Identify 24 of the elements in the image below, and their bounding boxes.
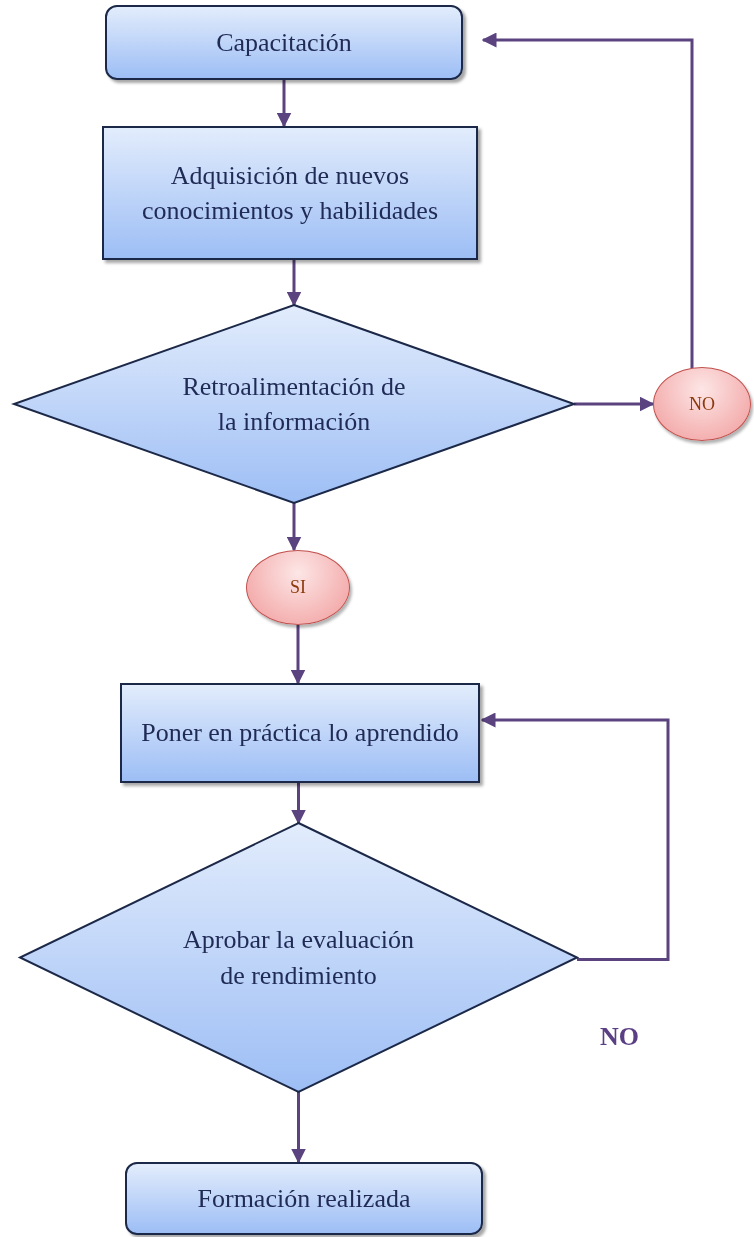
arrow — [480, 712, 670, 961]
node-label: Adquisición de nuevos conocimientos y habilidades — [140, 159, 439, 227]
arrow — [276, 80, 292, 128]
arrow — [291, 1092, 306, 1164]
node-label: Poner en práctica lo aprendido — [141, 717, 459, 750]
arrow — [286, 503, 302, 552]
arrow — [481, 32, 694, 368]
node-label: NO — [689, 392, 715, 416]
node-label: SI — [290, 576, 306, 600]
terminal-box — [105, 5, 463, 80]
arrow — [286, 260, 302, 307]
decision-diamond — [20, 823, 577, 1092]
node-label: Formación realizada — [197, 1182, 411, 1215]
arrow — [574, 396, 655, 412]
process-box — [102, 126, 478, 260]
arrow — [291, 783, 306, 825]
branch-label: NO — [600, 1022, 639, 1052]
node-label: Aprobar la evaluación de rendimiento — [182, 924, 415, 992]
node-label: Capacitación — [216, 26, 352, 59]
arrow — [290, 625, 306, 685]
decision-diamond — [14, 305, 574, 503]
process-box — [120, 683, 480, 783]
terminal-box — [125, 1162, 483, 1235]
node-label: Retroalimentación de la información — [181, 370, 407, 438]
